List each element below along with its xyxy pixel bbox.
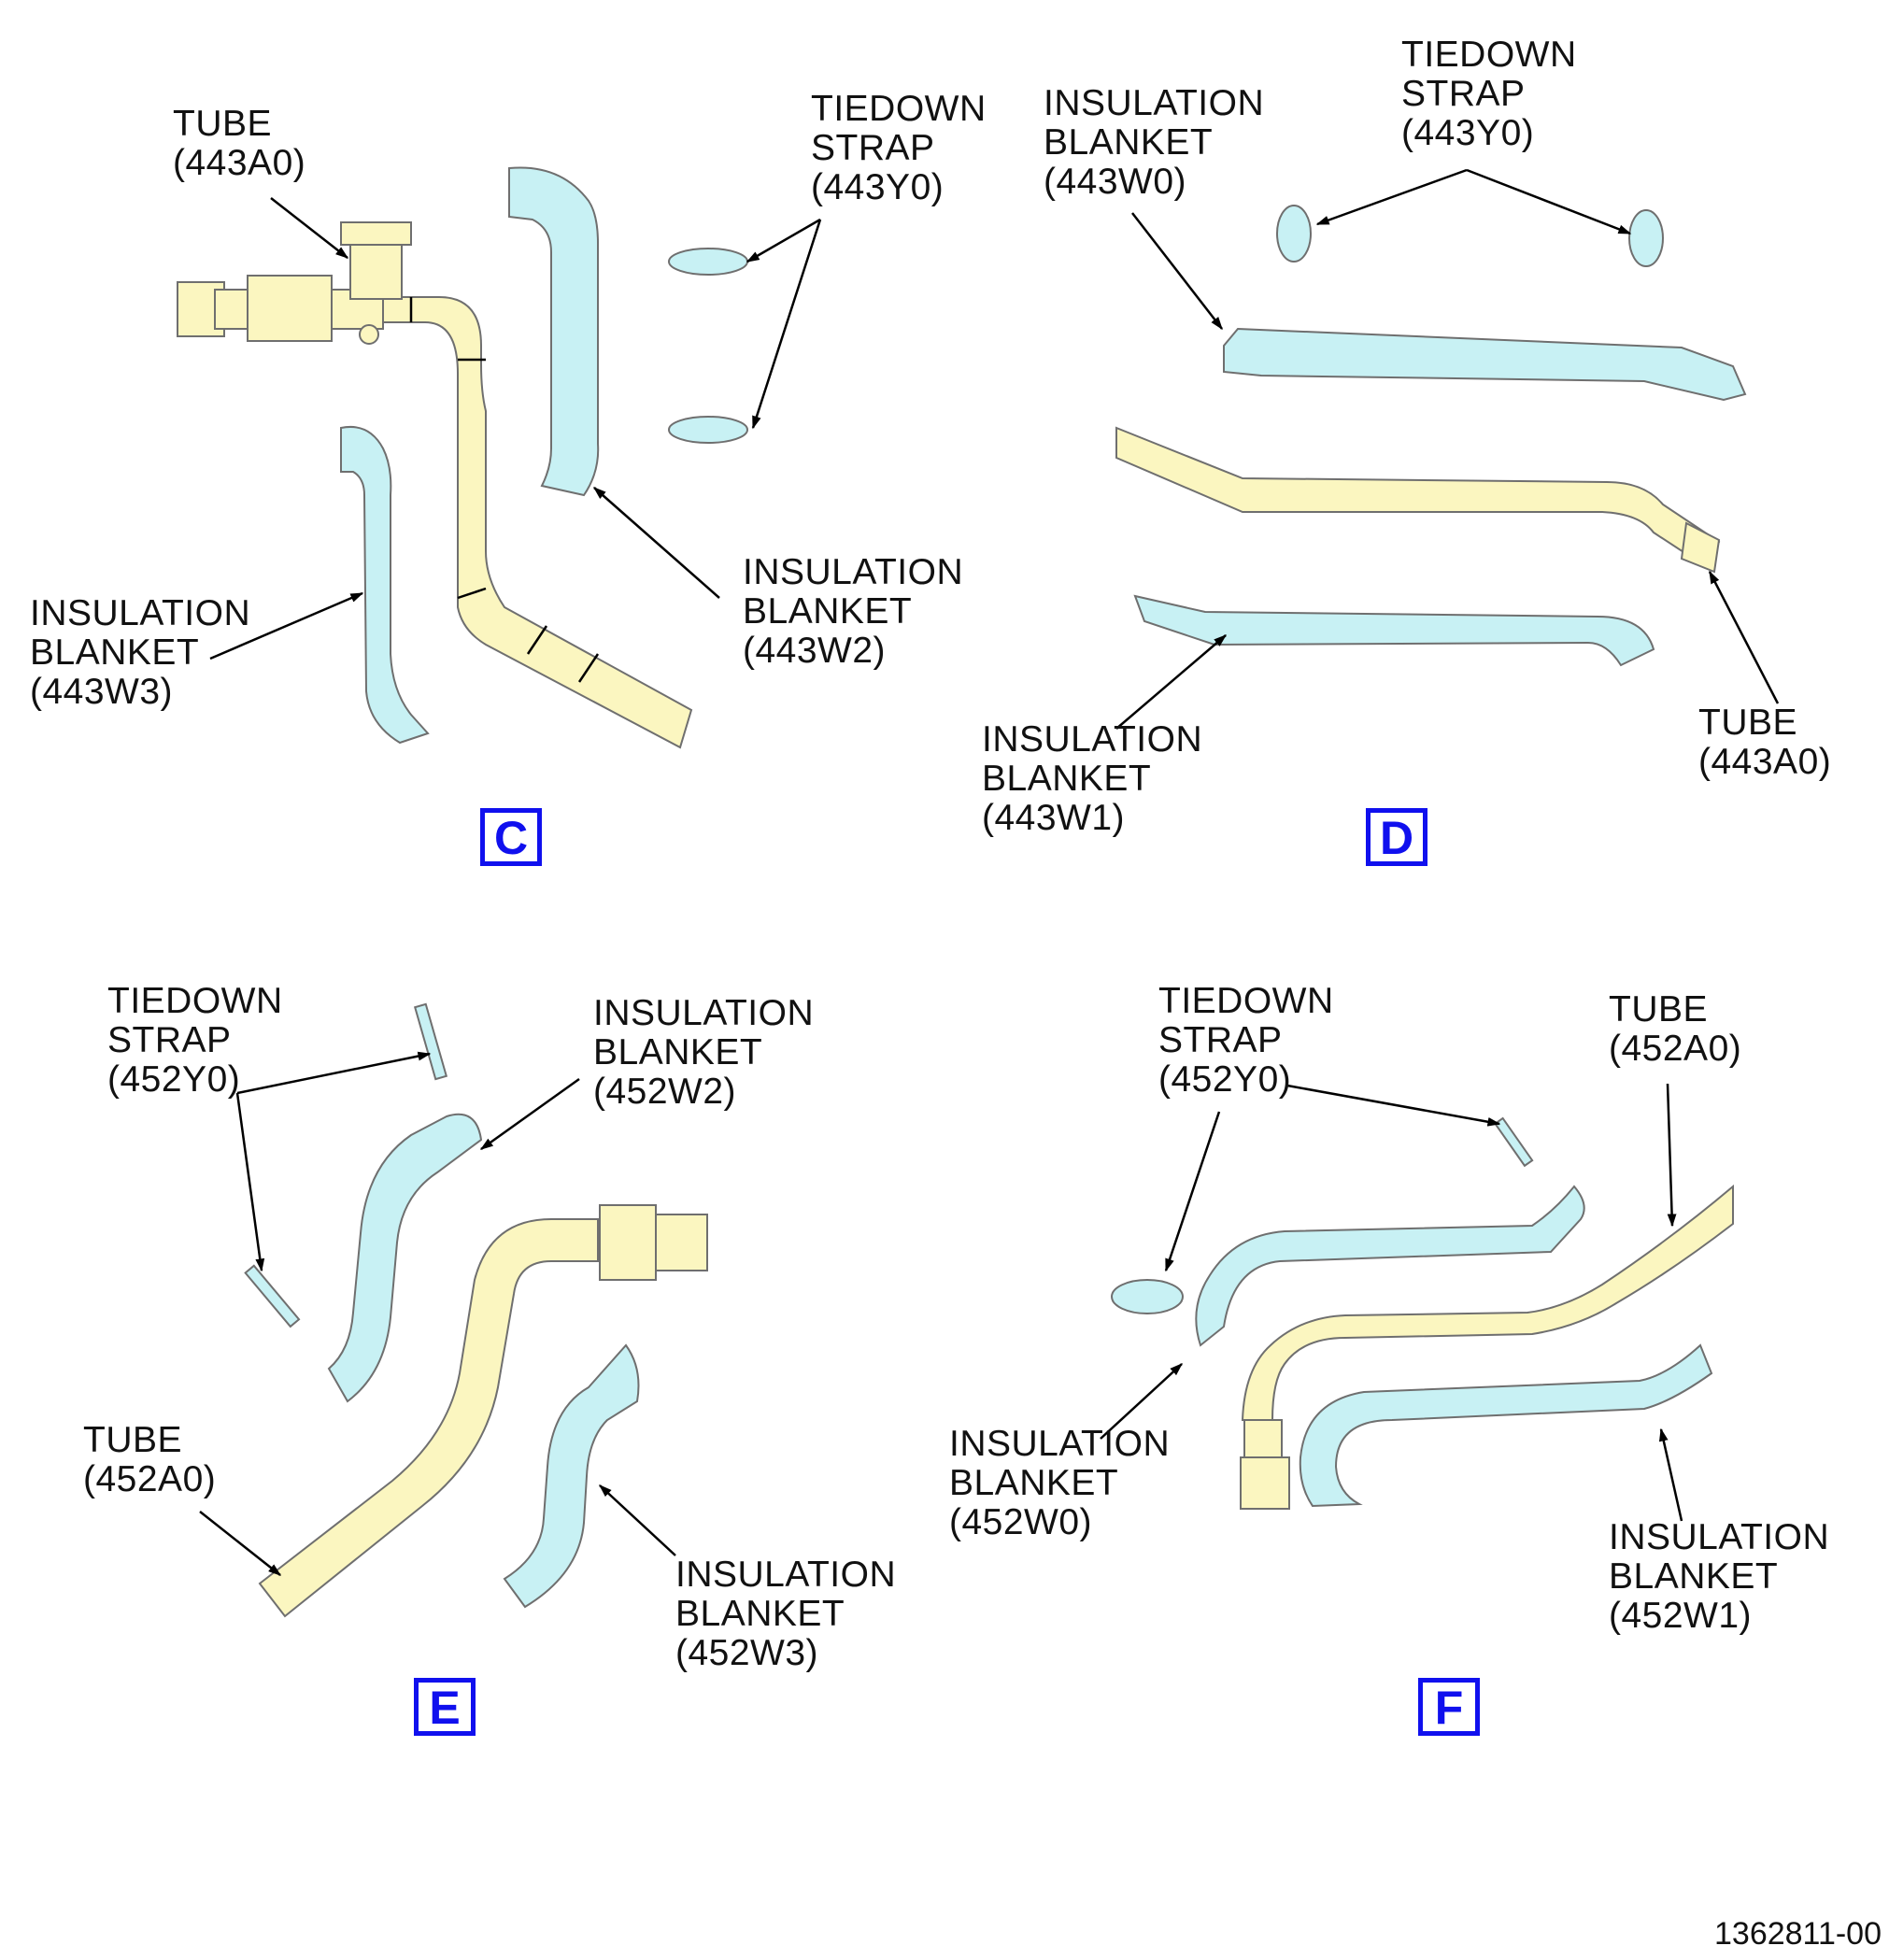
view-d-drawing xyxy=(1115,168,1780,730)
view-c-strap-lower xyxy=(668,416,748,444)
view-e-blanket-452w2-label: INSULATION BLANKET (452W2) xyxy=(593,993,815,1112)
view-d-blanket-443w0-label: INSULATION BLANKET (443W0) xyxy=(1044,83,1265,202)
view-f-strap-small xyxy=(1494,1116,1534,1168)
view-e-tube-label: TUBE (452A0) xyxy=(83,1420,217,1499)
view-c-blanket-443w2-label: INSULATION BLANKET (443W2) xyxy=(743,552,964,671)
view-d-tube-label: TUBE (443A0) xyxy=(1698,703,1832,782)
view-c-tube-443a0 xyxy=(177,221,693,749)
view-d-blanket-443w0 xyxy=(1223,327,1747,402)
view-c-tiedown-label: TIEDOWN STRAP (443Y0) xyxy=(811,89,987,207)
view-c-blanket-443w2 xyxy=(508,166,600,497)
view-e-blanket-452w3-label: INSULATION BLANKET (452W3) xyxy=(675,1555,897,1673)
view-c-drawing xyxy=(177,166,822,749)
view-c-tag: C xyxy=(480,808,542,866)
view-e-tag: E xyxy=(414,1678,476,1736)
view-f-tube-452a0 xyxy=(1241,1184,1734,1421)
view-e-strap-lower xyxy=(244,1264,301,1328)
view-e-tiedown-label: TIEDOWN STRAP (452Y0) xyxy=(107,981,283,1100)
view-e-blanket-452w2 xyxy=(327,1113,483,1403)
view-e-blanket-452w3 xyxy=(503,1343,640,1609)
view-f-tube-label: TUBE (452A0) xyxy=(1609,989,1742,1069)
view-e-tube-452a0 xyxy=(258,1218,599,1618)
view-d-blanket-443w1-label: INSULATION BLANKET (443W1) xyxy=(982,719,1203,838)
view-d-tag: D xyxy=(1366,808,1427,866)
view-c-blanket-443w3 xyxy=(340,426,430,745)
view-c-tube-label: TUBE (443A0) xyxy=(173,104,306,183)
view-d-tiedown-label: TIEDOWN STRAP (443Y0) xyxy=(1401,35,1577,153)
view-c-blanket-443w3-label: INSULATION BLANKET (443W3) xyxy=(30,593,251,712)
view-f-blanket-452w0 xyxy=(1195,1185,1585,1347)
view-f-blanket-452w1-label: INSULATION BLANKET (452W1) xyxy=(1609,1517,1830,1636)
view-f-drawing xyxy=(1100,1083,1734,1522)
view-f-blanket-452w0-label: INSULATION BLANKET (452W0) xyxy=(949,1424,1171,1542)
view-f-tiedown-label: TIEDOWN STRAP (452Y0) xyxy=(1158,981,1334,1100)
view-f-blanket-452w1 xyxy=(1299,1343,1713,1508)
view-f-strap-ring xyxy=(1111,1279,1184,1314)
view-d-strap-left xyxy=(1276,205,1312,263)
view-f-tag: F xyxy=(1418,1678,1480,1736)
view-d-blanket-443w1 xyxy=(1133,594,1655,667)
view-d-tube-443a0 xyxy=(1115,426,1721,570)
view-c-strap-upper xyxy=(668,248,748,276)
view-d-strap-right xyxy=(1628,209,1664,267)
view-e-strap-upper xyxy=(413,1002,448,1081)
document-number: 1362811-00 xyxy=(1714,1916,1882,1952)
view-e-drawing xyxy=(199,1002,708,1618)
